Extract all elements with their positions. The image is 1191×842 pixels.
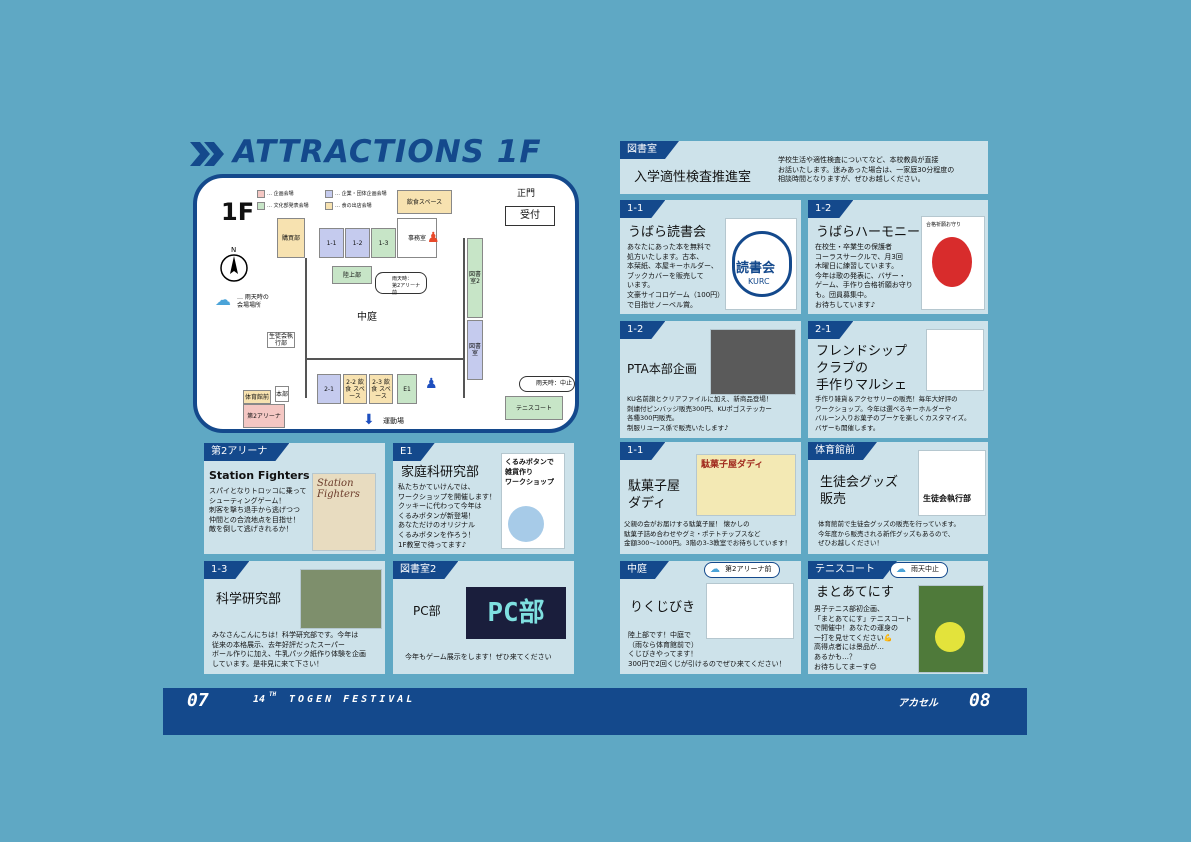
floor-label: 1F: [221, 198, 255, 226]
card-pc: 図書室2 PC部 PC部 今年もゲーム展示をします！ぜひ来てください: [393, 561, 574, 674]
rain-badge: ☁第2アリーナ前: [704, 562, 781, 578]
card-desc: 今年もゲーム展示をします！ぜひ来てください: [405, 653, 552, 661]
person-icon: ♟: [427, 230, 440, 246]
card-title: PC部: [413, 604, 441, 618]
page-title: ATTRACTIONS 1F: [233, 134, 542, 170]
floor-map: 1F N … 企画会場 … 企業・団体企画会場 … 文化部発表会場 … 食の出店…: [193, 174, 579, 433]
compass-icon: N: [219, 244, 249, 288]
card-desc: 学校生活や適性検査についてなど、本校教員が直接 お話いたします。迷みあった場合は…: [778, 156, 955, 184]
festival-sup: TH: [269, 691, 277, 698]
card-image: 読書会 KURC: [725, 218, 797, 310]
person-icon-blue: ♟: [425, 376, 438, 392]
card-image: 合格祈願お守り: [921, 216, 985, 310]
page-number-right: 08: [969, 690, 991, 711]
card-title: 入学適性検査推進室: [634, 170, 752, 185]
map-room-2-1: 2-1: [317, 374, 341, 404]
map-room-student-council: 生徒会執行部: [267, 332, 295, 348]
card-friendship: 2-1 フレンドシップ クラブの 手作りマルシェ 手作り雑貨＆アクセサリーの販売…: [808, 321, 988, 438]
card-book-club: 1-1 うばら読書会 あなたにあった本を無料で 処方いたします。古本、 本栞紙、…: [620, 200, 801, 314]
card-title: うばら読書会: [628, 225, 707, 240]
card-e1: E1 家庭科研究部 私たちかていけんでは、 ワークショップを開催します！ クッキ…: [393, 443, 574, 554]
card-desc: 手作り雑貨＆アクセサリーの販売！毎年大好評の ワークショップ。今年は選べるキーホ…: [815, 395, 971, 432]
rain-note: … 雨天時の 会場場所: [237, 294, 269, 309]
card-gym: 体育館前 生徒会グッズ 販売 生徒会執行部 体育館前で生徒会グッズの販売を行って…: [808, 442, 988, 554]
chevron-icon: [190, 138, 230, 174]
map-room-2-2: 2-2 飲食 スペース: [343, 374, 367, 404]
card-science: 1-3 科学研究部 みなさんこんにちは！科学研究部です。今年は 従来の本格展示、…: [204, 561, 385, 674]
map-room-e1: E1: [397, 374, 417, 404]
map-room-hq: 本部: [275, 386, 289, 402]
card-desc: 在校生・卒業生の保護者 コーラスサークルで、月3回 木曜日に練習しています。 今…: [815, 243, 913, 309]
map-bubble-track: 雨天時： 第2アリーナ前: [375, 272, 427, 296]
map-room-arena2: 第2アリーナ: [243, 404, 285, 428]
gate-label: 正門: [517, 189, 536, 199]
card-desc: みなさんこんにちは！科学研究部です。今年は 従来の本格展示、去年好評だったスーパ…: [212, 631, 366, 668]
map-room-1-3: 1-3: [371, 228, 396, 258]
map-room-tennis: テニスコート: [505, 396, 563, 420]
map-courtyard: 中庭: [357, 312, 377, 323]
page-number-left: 07: [187, 690, 209, 711]
map-room-shop: 購買部: [277, 218, 305, 258]
card-title: 生徒会グッズ 販売: [820, 475, 899, 507]
card-title: 科学研究部: [216, 592, 282, 607]
card-desc: 私たちかていけんでは、 ワークショップを開催します！ クッキーに代わって今年は …: [398, 483, 496, 549]
card-kujibiki: 中庭 ☁第2アリーナ前 りくじびき 陸上部です！中庭で （雨なら体育館前で） く…: [620, 561, 801, 674]
card-image: [300, 569, 382, 629]
festival-name: TOGEN FESTIVAL: [289, 694, 416, 705]
card-desc: KU名前旗とクリアファイルに加え、新商品登場！ 刺繍付ピンバッジ販売300円、K…: [627, 395, 773, 432]
map-legend: … 企画会場 … 企業・団体企画会場 … 文化部発表会場 … 食の出店会場: [257, 190, 397, 214]
card-image: 駄菓子屋ダディ: [696, 454, 796, 516]
rain-cloud-icon: ☁: [710, 564, 720, 575]
exit-label: 運動場: [383, 417, 404, 425]
map-room-track: 陸上部: [332, 266, 372, 284]
card-harmony: 1-2 うばらハーモニー 在校生・卒業生の保護者 コーラスサークルで、月3回 木…: [808, 200, 988, 314]
map-room-2-3: 2-3 飲食 スペース: [369, 374, 393, 404]
card-image: Station Fighters: [312, 473, 376, 551]
map-room-office: 事務室: [397, 218, 437, 258]
svg-text:N: N: [231, 246, 236, 254]
card-image: 生徒会執行部: [918, 450, 986, 516]
credit: アカセル: [898, 698, 938, 709]
exit-arrow-icon: ⬇: [363, 412, 375, 428]
card-title: 駄菓子屋 ダディ: [628, 479, 681, 511]
card-desc: あなたにあった本を無料で 処方いたします。古本、 本栞紙、本屋キーホルダー、 ブ…: [627, 243, 725, 309]
map-room-library: 図書室: [467, 320, 483, 380]
rain-badge: ☁雨天中止: [890, 562, 948, 578]
rain-cloud-icon: ☁: [215, 290, 231, 309]
rain-cloud-icon: ☁: [896, 564, 906, 575]
card-desc: 体育館前で生徒会グッズの販売を行っています。 今年度から販売される新作グッズもあ…: [818, 520, 961, 548]
card-desc: 父親の会がお届けする駄菓子屋！ 懐かしの 駄菓子詰め合わせやグミ・ポテトチップス…: [624, 520, 792, 548]
card-image: PC部: [466, 587, 566, 639]
card-title: まとあてにす: [816, 585, 894, 600]
reception-box: 受付: [505, 206, 555, 226]
card-title: 家庭科研究部: [401, 465, 480, 480]
card-title: Station Fighters: [209, 469, 310, 482]
card-image: [710, 329, 796, 395]
card-title: PTA本部企画: [627, 362, 697, 376]
card-image: [926, 329, 984, 391]
map-room-1-2: 1-2: [345, 228, 370, 258]
card-dagashi: 1-1 駄菓子屋 ダディ 駄菓子屋ダディ 父親の会がお届けする駄菓子屋！ 懐かし…: [620, 442, 801, 554]
footer-bar: 07 14 TH TOGEN FESTIVAL アカセル 08: [163, 688, 1027, 735]
map-room-gym-front: 体育館前: [243, 390, 271, 404]
card-desc: 陸上部です！中庭で （雨なら体育館前で） くじびきやってます！ 300円で2回く…: [628, 631, 786, 668]
card-image: [706, 583, 794, 639]
map-room-1-1: 1-1: [319, 228, 344, 258]
card-image: [918, 585, 984, 673]
map-room-library2: 図書室2: [467, 238, 483, 318]
card-tennis: テニスコート ☁雨天中止 まとあてにす 男子テニス部初企画、 「まとあてにす」テ…: [808, 561, 988, 674]
card-pta: 1-2 PTA本部企画 KU名前旗とクリアファイルに加え、新商品登場！ 刺繍付ピ…: [620, 321, 801, 438]
card-desc: 男子テニス部初企画、 「まとあてにす」テニスコート で開催中！あなたの運身の 一…: [814, 605, 912, 671]
card-desc: スパイとなりトロッコに乗って シューティングゲーム！ 刺客を撃ち退手から逃げつつ…: [209, 487, 307, 534]
card-admission: 図書室 入学適性検査推進室 学校生活や適性検査についてなど、本校教員が直接 お話…: [620, 141, 988, 194]
card-title: うばらハーモニー: [816, 225, 921, 240]
map-bubble-tennis: 雨天時：中止: [519, 376, 575, 392]
card-title: りくじびき: [630, 600, 696, 615]
festival-number: 14: [253, 694, 266, 705]
card-arena2: 第2アリーナ Station Fighters スパイとなりトロッコに乗って シ…: [204, 443, 385, 554]
map-room-eating: 飲食スペース: [397, 190, 452, 214]
card-image: くるみボタンで 雑貨作り ワークショップ: [501, 453, 565, 549]
card-title: フレンドシップ クラブの 手作りマルシェ: [816, 344, 908, 393]
